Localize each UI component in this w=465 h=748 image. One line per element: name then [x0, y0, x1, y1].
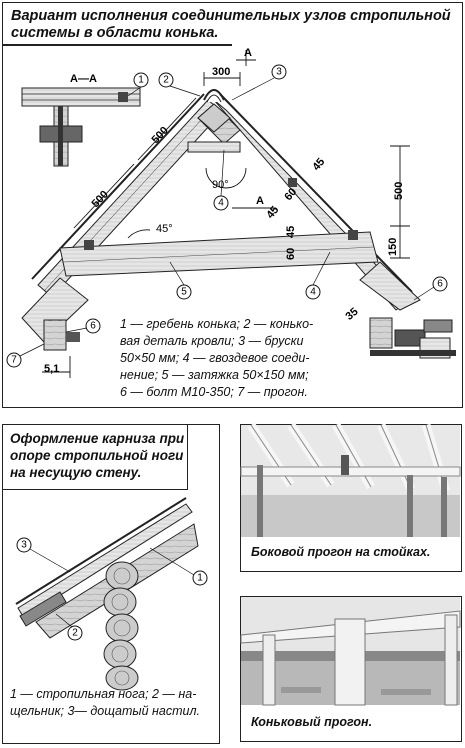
- callout-4b: 4: [310, 287, 316, 298]
- eaves-callout-1: 1: [197, 573, 203, 584]
- dim-150: 150: [387, 238, 399, 256]
- eaves-title-line3: на несущую стену.: [10, 465, 142, 480]
- dim-5-1: 5,1: [44, 363, 59, 375]
- section-detail: [21, 87, 141, 167]
- callout-4a: 4: [218, 198, 224, 209]
- nail-block-right: [348, 230, 358, 240]
- ridge-legend-line1: 1 — гребень конька; 2 — конько-: [120, 317, 314, 331]
- eaves-title-line1: Оформление карниза при: [10, 431, 185, 446]
- mark-a-top: A: [244, 47, 252, 59]
- dim-45-a: 45: [310, 156, 327, 173]
- right-eaves-detail: [369, 317, 456, 359]
- dimension-lines: [42, 50, 410, 378]
- ridge-purlin-photo: [240, 597, 461, 706]
- ridge-legend-line3: 50×50 мм; 4 — гвоздевое соеди-: [120, 351, 310, 365]
- side-purlin-photo-panel: Боковой прогон на стойках.: [240, 422, 462, 572]
- dim-35: 35: [343, 306, 360, 323]
- eaves-drawing: 3 2 1: [15, 497, 208, 691]
- ridge-purlin-caption: Коньковый прогон.: [251, 715, 373, 729]
- ridge-panel-title: Вариант исполнения соединительных узлов …: [11, 8, 451, 42]
- nail-block-mid: [288, 178, 297, 187]
- dim-500-vertical: 500: [393, 182, 405, 200]
- callout-5: 5: [181, 287, 187, 298]
- right-lower-rafter: [359, 261, 421, 311]
- dim-45-b: 45: [264, 204, 281, 221]
- left-purlin-detail: [43, 319, 80, 351]
- ridge-legend-line5: 6 — болт М10-350; 7 — прогон.: [120, 385, 308, 399]
- side-purlin-photo: [240, 422, 461, 537]
- eaves-callout-3: 3: [21, 540, 27, 551]
- ridge-truss-drawing: 1 2 3 4 5 4 6 6 7 А—А 300 500 500 500 15…: [6, 47, 456, 378]
- callout-2: 2: [163, 75, 169, 86]
- eaves-title: Оформление карниза при опоре стропильной…: [10, 430, 184, 481]
- ridge-purlin-photo-panel: Коньковый прогон.: [240, 596, 462, 742]
- eaves-title-box: [2, 424, 188, 490]
- ridge-title-line2: системы в области конька.: [11, 25, 219, 41]
- section-label: А—А: [70, 73, 97, 85]
- callout-6a: 6: [437, 279, 443, 290]
- tie-beam: [59, 231, 379, 277]
- eaves-callout-2: 2: [72, 628, 78, 639]
- ridge-title-line1: Вариант исполнения соединительных узлов …: [11, 8, 451, 24]
- callout-7: 7: [11, 355, 17, 366]
- callout-leaders: [19, 77, 435, 357]
- eaves-title-line2: опоре стропильной ноги: [10, 448, 184, 463]
- ridge-block: [187, 89, 241, 153]
- title-rule: [2, 44, 232, 46]
- dim-45-c: 45: [285, 226, 297, 238]
- ridge-legend-line2: вая деталь кровли; 3 — бруски: [120, 334, 304, 348]
- callouts: [6, 64, 448, 368]
- ridge-legend: 1 — гребень конька; 2 — конько- вая дета…: [120, 316, 313, 401]
- eaves-legend: 1 — стропильная нога; 2 — на- щельник; 3…: [10, 686, 200, 720]
- eaves-legend-line1: 1 — стропильная нога; 2 — на-: [10, 687, 197, 701]
- left-lower-rafter: [21, 277, 89, 343]
- callout-6b: 6: [90, 321, 96, 332]
- dim-300: 300: [212, 66, 230, 78]
- log-wall: [103, 561, 139, 691]
- ridge-legend-line4: нение; 5 — затяжка 50×150 мм;: [120, 368, 309, 382]
- mark-a-mid: A: [256, 195, 264, 207]
- dim-60-b: 60: [285, 248, 297, 260]
- angle-90: 90°: [212, 179, 229, 191]
- eaves-legend-line2: щельник; 3— дощатый настил.: [10, 704, 200, 718]
- callout-3: 3: [276, 67, 282, 78]
- side-purlin-caption: Боковой прогон на стойках.: [251, 545, 431, 559]
- angle-45: 45°: [156, 223, 173, 235]
- nail-block-left: [84, 240, 94, 250]
- callout-1: 1: [138, 75, 144, 86]
